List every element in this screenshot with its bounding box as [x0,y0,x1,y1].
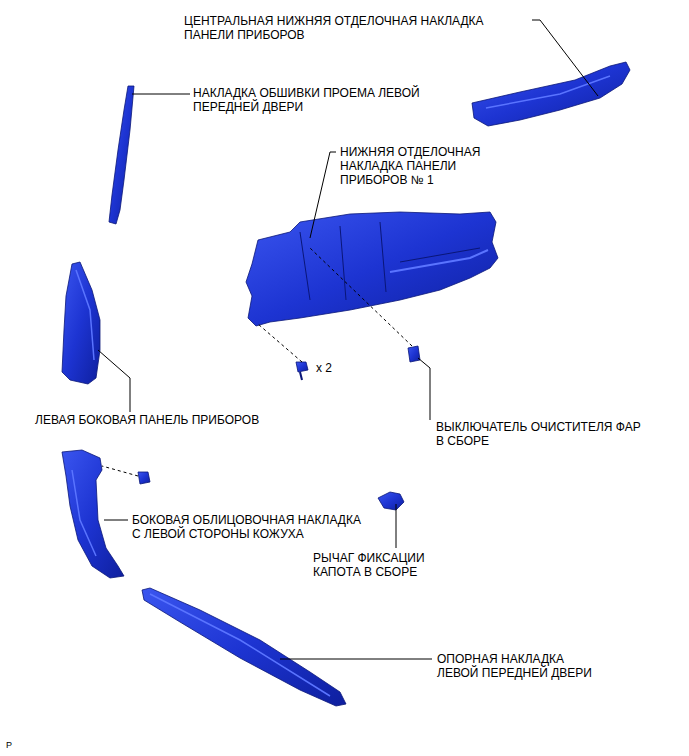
part-label: НАКЛАДКА ОБШИВКИ ПРОЕМА ЛЕВОЙ ПЕРЕДНЕЙ Д… [193,86,443,114]
leader-line [532,20,598,96]
part-label: ОПОРНАЯ НАКЛАДКА ЛЕВОЙ ПЕРЕДНЕЙ ДВЕРИ [437,652,600,680]
quantity-label: x 2 [316,361,332,375]
leader-line [418,358,430,420]
part-label: НИЖНЯЯ ОТДЕЛОЧНАЯ НАКЛАДКА ПАНЕЛИ ПРИБОР… [340,145,500,187]
dashed-line [310,248,412,346]
leader-line [280,659,432,660]
part-label: ВЫКЛЮЧАТЕЛЬ ОЧИСТИТЕЛЯ ФАР В СБОРЕ [436,420,650,448]
part-label: ЛЕВАЯ БОКОВАЯ ПАНЕЛЬ ПРИБОРОВ [35,413,259,427]
part-label: БОКОВАЯ ОБЛИЦОВОЧНАЯ НАКЛАДКА С ЛЕВОЙ СТ… [132,513,368,541]
leader-line [132,94,190,95]
leader-line [98,350,130,412]
dashed-line [258,324,302,362]
part-label: РЫЧАГ ФИКСАЦИИ КАПОТА В СБОРЕ [313,551,438,579]
dashed-line [102,466,138,476]
leader-line [396,504,397,548]
leader-line [104,520,128,521]
part-label: ЦЕНТРАЛЬНАЯ НИЖНЯЯ ОТДЕЛОЧНАЯ НАКЛАДКА П… [184,14,504,42]
leader-line [310,152,336,238]
figure-code: P [6,740,12,751]
